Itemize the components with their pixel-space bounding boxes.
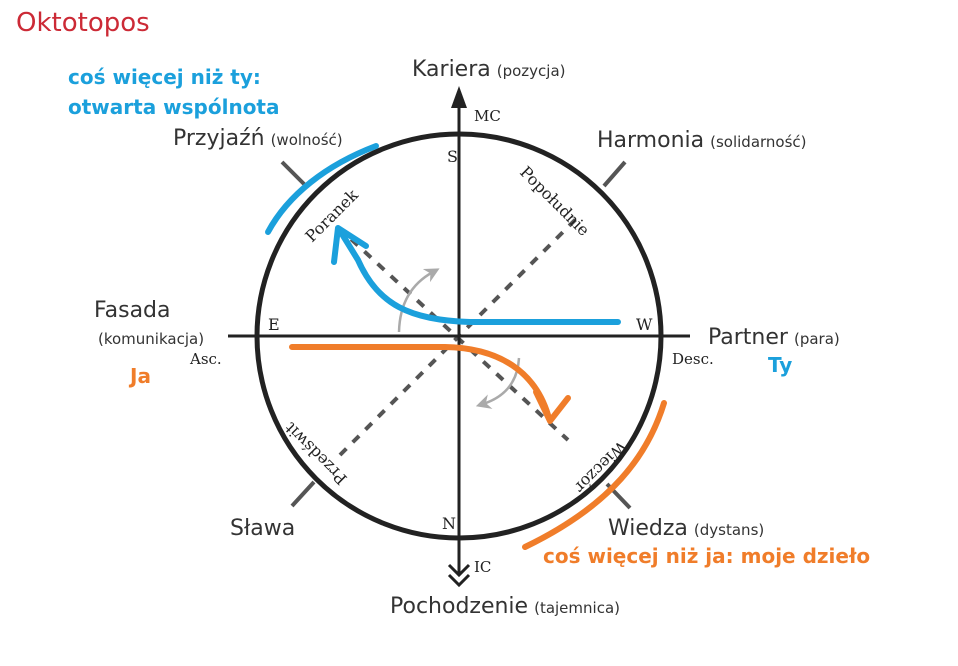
- direction-bottom-right-sub: (dystans): [694, 521, 764, 539]
- tick-northeast: [602, 160, 627, 188]
- direction-top-sub: (pozycja): [497, 62, 566, 80]
- direction-bottom: Pochodzenie (tajemnica): [390, 594, 620, 619]
- direction-top-left-sub: (wolność): [271, 131, 343, 149]
- ic-double-chevron-icon: [447, 563, 471, 588]
- ty-label: Ty: [768, 353, 792, 377]
- direction-bottom-right: Wiedza (dystans): [608, 516, 764, 541]
- orange-arc-stroke: [522, 400, 667, 550]
- arc-label-evening: Wieczór: [571, 437, 631, 497]
- axis-label-ic: IC: [474, 558, 491, 576]
- direction-top-left-label: Przyjaźń: [173, 126, 265, 151]
- cardinal-south: N: [442, 514, 456, 533]
- direction-right: Partner (para): [708, 325, 840, 350]
- direction-top-label: Kariera: [412, 57, 491, 82]
- rotation-arrow-lower-icon: [475, 357, 521, 409]
- axis-label-mc: MC: [474, 107, 501, 125]
- direction-bottom-left-label: Sława: [230, 516, 295, 541]
- axis-label-asc: Asc.: [189, 350, 222, 368]
- direction-top-right-sub: (solidarność): [710, 133, 806, 151]
- blue-curve-arrow: [339, 231, 621, 325]
- orange-arrowhead-icon: [533, 389, 571, 424]
- mc-arrowhead-icon: [451, 86, 467, 108]
- rotation-arrow-upper-icon: [397, 268, 440, 333]
- direction-top-right: Harmonia (solidarność): [597, 128, 807, 153]
- direction-left-label: Fasada: [94, 298, 171, 323]
- blue-note-line1: coś więcej niż ty:: [68, 65, 261, 89]
- axis-label-desc: Desc.: [672, 350, 714, 368]
- direction-right-label: Partner: [708, 325, 789, 350]
- orange-note: coś więcej niż ja: moje dzieło: [543, 544, 870, 568]
- direction-bottom-sub: (tajemnica): [534, 599, 620, 617]
- ja-label: Ja: [128, 364, 151, 388]
- direction-bottom-right-label: Wiedza: [608, 516, 688, 541]
- blue-note-line2: otwarta wspólnota: [68, 95, 279, 119]
- page-title: Oktotopos: [16, 8, 150, 38]
- direction-right-sub: (para): [794, 330, 840, 348]
- blue-arrowhead-icon: [331, 225, 369, 265]
- cardinal-north: S: [447, 147, 458, 166]
- direction-top: Kariera (pozycja): [412, 57, 566, 82]
- cardinal-east: E: [268, 315, 280, 334]
- tick-southwest: [290, 480, 316, 508]
- direction-left-sub: (komunikacja): [98, 330, 204, 348]
- tick-northwest: [280, 160, 310, 190]
- direction-top-right-label: Harmonia: [597, 128, 704, 153]
- direction-top-left: Przyjaźń (wolność): [173, 126, 343, 151]
- blue-arc-stroke: [265, 143, 379, 235]
- orange-curve-arrow: [289, 344, 551, 418]
- direction-bottom-label: Pochodzenie: [390, 594, 528, 619]
- cardinal-west: W: [636, 315, 653, 334]
